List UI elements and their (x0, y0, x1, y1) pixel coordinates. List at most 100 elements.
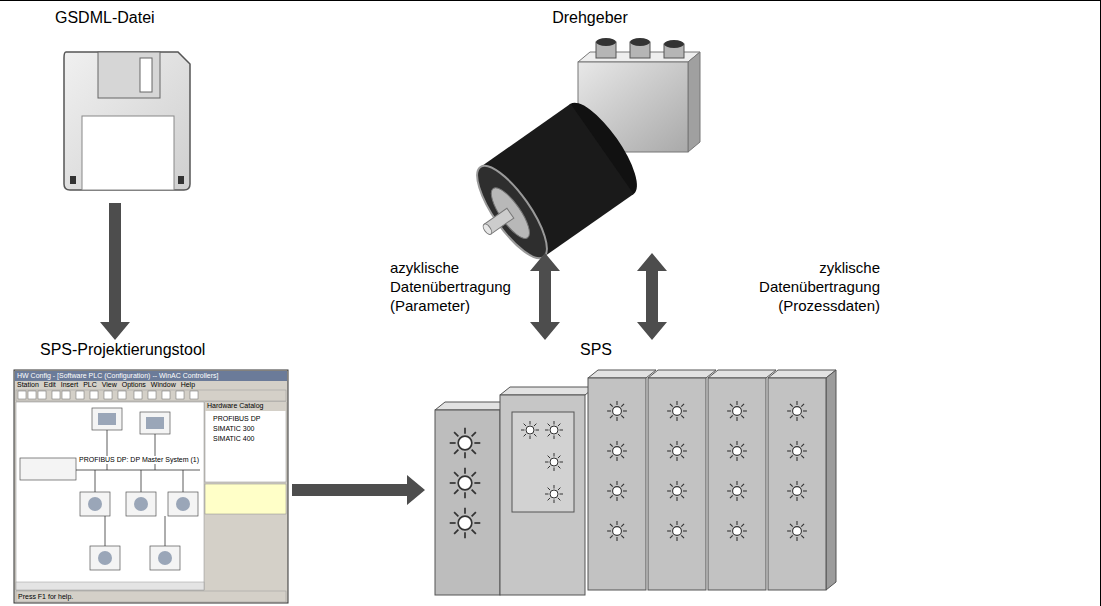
plc-illustration-part (667, 401, 687, 421)
floppy-disk-icon-part (70, 176, 76, 184)
device-node: Drehgeber (470, 8, 710, 253)
node-heading: SPS (580, 340, 612, 360)
config-tool-screenshot-part (98, 551, 112, 565)
plc-illustration-part (607, 441, 627, 461)
plc-illustration-part (521, 421, 539, 439)
config-tool-screenshot-part (158, 551, 172, 565)
arrow-shape (292, 475, 425, 505)
rotary-encoder-photo (453, 38, 700, 276)
rotary-encoder-photo-part (630, 38, 650, 46)
config-tool-screenshot-part (126, 492, 156, 516)
config-tool-screenshot-part (168, 492, 198, 516)
config-tool-screenshot-part (104, 391, 112, 399)
config-tool-screenshot-part (140, 412, 170, 434)
config-tool-screenshot-part (88, 413, 190, 565)
plc-illustration-part (512, 412, 574, 512)
config-tool-screenshot-part (155, 434, 156, 470)
rotary-encoder-photo-part (485, 183, 536, 244)
screen-text: Hardware Catalog (206, 402, 264, 410)
connector-arrow (100, 203, 130, 340)
config-tool-screenshot-part (148, 391, 156, 399)
config-tool-screenshot-part (165, 516, 166, 546)
floppy-disk-icon-part (178, 176, 184, 184)
config-tool-screenshot-part (28, 391, 36, 399)
plc-illustration-part (768, 370, 836, 378)
config-tool-screenshot-part (176, 497, 190, 511)
config-tool-screenshot-part (38, 391, 46, 399)
config-tool-screenshot-part (205, 402, 286, 411)
floppy-disk-icon (64, 52, 190, 190)
screen-text: PROFIBUS DP (212, 415, 261, 423)
plc-illustration-part (667, 481, 687, 501)
figure-frame-part (0, 0, 1101, 1)
floppy-disk-icon-part (98, 52, 160, 98)
config-tool-screenshot-part (92, 408, 122, 430)
config-tool-screenshot-part (134, 391, 142, 399)
config-tool-screenshot-part (146, 417, 164, 429)
config-tool-screenshot-part (205, 402, 286, 482)
plc-illustration-part (435, 410, 500, 595)
plc-illustration-part (500, 395, 585, 595)
plc-illustration-part (787, 521, 807, 541)
plc-illustration-part (450, 428, 481, 459)
config-tool-screenshot-part (118, 391, 126, 399)
config-tool-screenshot-part (150, 546, 180, 570)
config-tool-screenshot-part (90, 391, 98, 399)
node-heading: SPS-Projektierungstool (40, 340, 205, 360)
config-tool-screenshot-part (162, 391, 170, 399)
plc-illustration-part (708, 378, 766, 590)
rotary-encoder-photo-part (688, 52, 700, 152)
plc-illustration-part (545, 453, 563, 471)
config-tool-screenshot-part (134, 497, 148, 511)
node-heading: GSDML-Datei (55, 8, 155, 28)
plc-illustration-part (545, 421, 563, 439)
plc-illustration-part (727, 441, 747, 461)
config-tool-screenshot-part (18, 391, 198, 399)
config-tool-screenshot-part (16, 591, 286, 602)
config-tool-screenshot-part (80, 492, 110, 516)
screen-text: PROFIBUS DP: DP Master System (1) (78, 456, 200, 464)
config-tool-screenshot-part (107, 430, 108, 470)
screen-text: Press F1 for help. (17, 593, 74, 601)
screen-text: SIMATIC 400 (212, 435, 256, 443)
floppy-disk-icon-part (82, 116, 174, 190)
config-tool-screenshot-part (20, 408, 198, 570)
connector-arrow (292, 475, 425, 505)
plc-illustration-part (787, 401, 807, 421)
node-heading: Drehgeber (552, 8, 628, 28)
plc-illustration-part (787, 481, 807, 501)
config-tool-screenshot-part (76, 430, 200, 546)
screen-text: Station Edit Insert PLC View Options Win… (16, 381, 196, 389)
config-tool-screenshot-part (16, 390, 286, 401)
plc-illustration-part (435, 402, 510, 410)
plc-illustration-part (607, 401, 627, 421)
arrow-shape (100, 203, 130, 340)
plc-illustration-part (768, 378, 826, 590)
floppy-disk-icon-part (64, 52, 190, 190)
config-tool-screenshot-part (88, 497, 102, 511)
plc-illustration-part (648, 370, 716, 378)
rotary-encoder-photo-part (596, 38, 616, 46)
plc-illustration-part (450, 508, 481, 539)
config-tool-screenshot-part (15, 371, 287, 381)
plc-illustration-part (607, 481, 627, 501)
config-tool-screenshot-part (52, 391, 60, 399)
screen-text: HW Config - [Software PLC (Configuration… (16, 372, 220, 380)
plc-illustration-part (648, 378, 706, 590)
arrow-shape (530, 253, 560, 340)
config-tool-screenshot-part (20, 458, 76, 480)
config-tool-screenshot-part (90, 546, 120, 570)
config-tool-screenshot-part (98, 413, 116, 425)
plc-illustration-part (667, 441, 687, 461)
config-tool-screenshot-part (183, 470, 184, 492)
floppy-disk-icon-part (140, 58, 152, 92)
screen-text: SIMATIC 300 (212, 425, 256, 433)
rotary-encoder-photo-part (466, 157, 559, 268)
config-tool-screenshot-part (141, 470, 142, 492)
plc-illustration-part (826, 370, 836, 590)
plc-illustration-part (588, 370, 656, 378)
edge-label: azyklische Datenübertragung (Parameter) (390, 258, 530, 315)
